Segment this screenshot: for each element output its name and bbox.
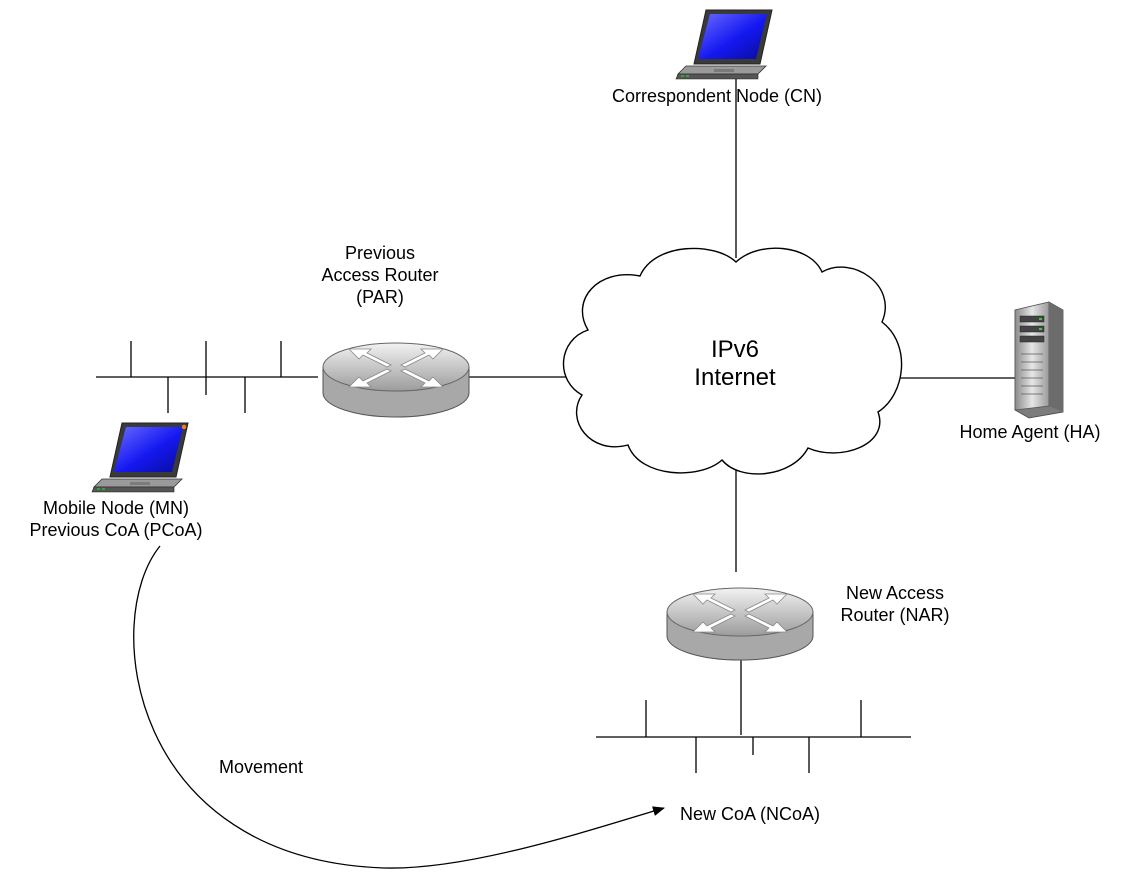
- par-label-line1: Previous: [344, 243, 416, 263]
- cloud-icon: [562, 247, 903, 475]
- ncoa-label: New CoA (NCoA): [679, 804, 821, 824]
- mn-label: Mobile Node (MN) Previous CoA (PCoA): [0, 497, 232, 541]
- nar-network-segment: [596, 700, 911, 773]
- movement-arrow: [133, 545, 665, 869]
- nar-label-line1: New Access: [845, 583, 945, 603]
- internet-label-line2: Internet: [694, 364, 776, 391]
- par-network-segment: [96, 341, 318, 413]
- mn-laptop-icon: [91, 422, 189, 493]
- nar-router-icon: [666, 587, 814, 661]
- nar-label: New Access Router (NAR): [820, 582, 970, 626]
- movement-label: Movement: [218, 757, 304, 777]
- ha-server-icon: [1014, 301, 1064, 419]
- mn-label-line1: Mobile Node (MN): [42, 498, 190, 518]
- nar-label-line2: Router (NAR): [840, 605, 950, 625]
- ha-label: Home Agent (HA): [959, 422, 1101, 442]
- cn-label: Correspondent Node (CN): [611, 86, 823, 106]
- par-router-icon: [322, 342, 470, 418]
- internet-label: IPv6 Internet: [660, 336, 810, 392]
- links: [468, 78, 1015, 735]
- mn-label-line2: Previous CoA (PCoA): [29, 520, 203, 540]
- par-label-line2: Access Router: [321, 265, 439, 285]
- par-label: Previous Access Router (PAR): [300, 242, 460, 308]
- internet-label-line1: IPv6: [710, 336, 760, 363]
- cn-laptop-icon: [675, 9, 773, 80]
- par-label-line3: (PAR): [356, 287, 404, 307]
